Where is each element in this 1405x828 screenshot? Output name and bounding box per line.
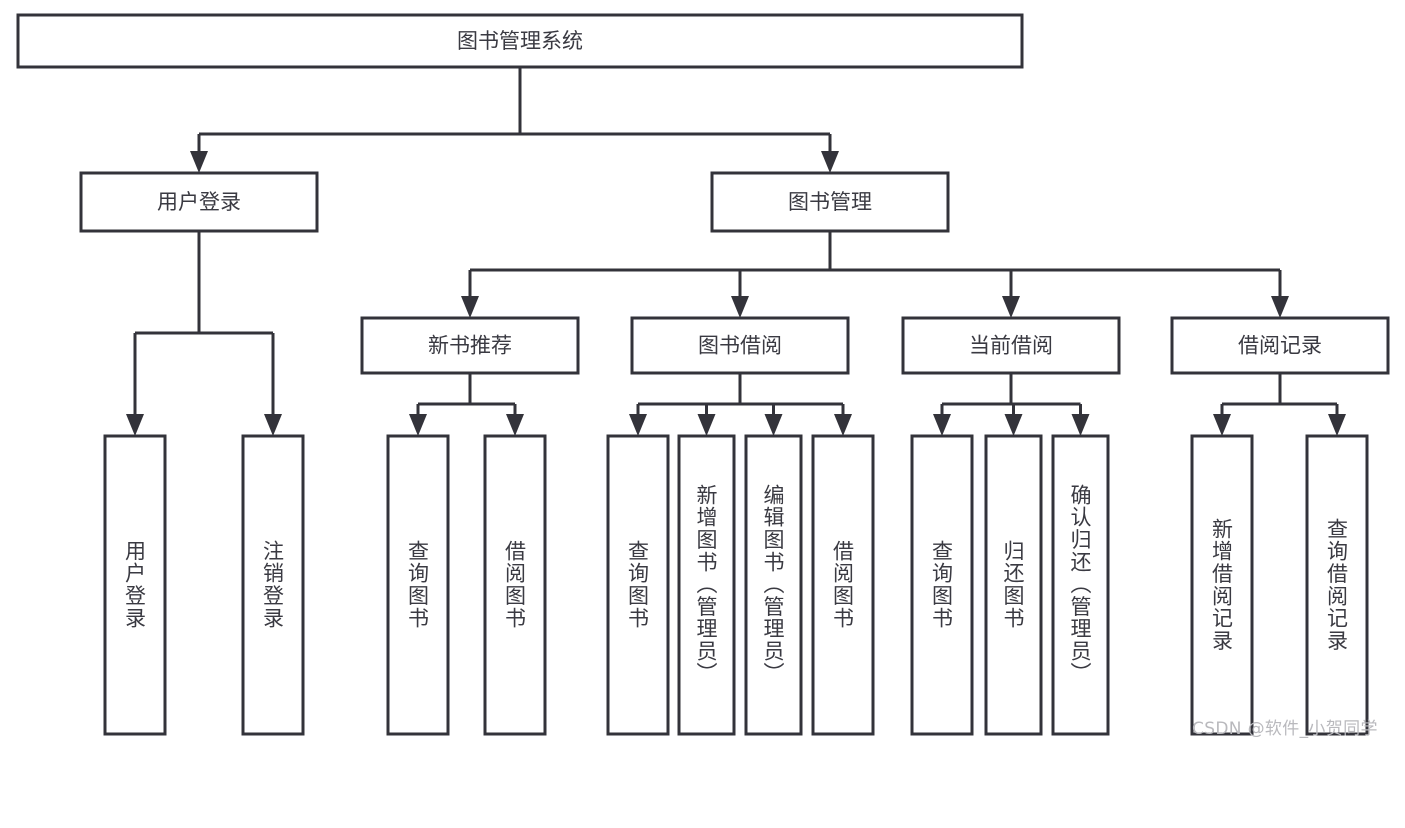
node-leaf-confirm-return-admin <box>1051 434 1110 736</box>
connector-lines-group <box>126 67 1346 436</box>
node-leaf-borrow-book-rec <box>483 434 547 736</box>
node-leaf-query-book-borrow <box>606 434 670 736</box>
arrow-down-icon <box>461 296 479 318</box>
node-leaf-return-book <box>984 434 1043 736</box>
arrow-down-icon <box>697 414 716 436</box>
node-book-borrow-label: 图书借阅 <box>698 334 782 358</box>
node-new-book-recommend-label: 新书推荐 <box>428 334 512 358</box>
arrow-down-icon <box>264 414 282 436</box>
node-leaf-query-book-rec <box>386 434 450 736</box>
arrow-down-icon <box>764 414 783 436</box>
arrow-down-icon <box>629 414 647 436</box>
arrow-down-icon <box>409 414 427 436</box>
csdn-watermark: CSDN @软件_小贺同学 <box>1192 719 1378 739</box>
node-borrow-record <box>1170 316 1390 375</box>
node-root <box>16 13 1024 69</box>
node-user-login-label: 用户登录 <box>157 190 241 214</box>
arrow-down-icon <box>1071 414 1090 436</box>
arrow-down-icon <box>933 414 951 436</box>
node-leaf-user-login <box>103 434 167 736</box>
arrow-down-icon <box>126 414 144 436</box>
arrow-down-icon <box>1271 296 1289 318</box>
node-leaf-query-book-current <box>910 434 974 736</box>
node-borrow-record-label: 借阅记录 <box>1238 334 1322 358</box>
node-leaf-user-logout <box>241 434 305 736</box>
node-leaf-add-borrow-record <box>1190 434 1254 736</box>
arrow-down-icon <box>190 151 208 173</box>
arrow-down-icon <box>1213 414 1231 436</box>
node-leaf-add-book-admin <box>677 434 736 736</box>
arrow-down-icon <box>1002 296 1020 318</box>
node-book-manage-label: 图书管理 <box>788 190 872 214</box>
arrow-down-icon <box>506 414 524 436</box>
arrow-down-icon <box>1004 414 1023 436</box>
node-leaf-query-borrow-record <box>1305 434 1369 736</box>
node-new-book-recommend <box>360 316 580 375</box>
node-current-borrow-label: 当前借阅 <box>969 334 1053 358</box>
node-current-borrow <box>901 316 1121 375</box>
arrow-down-icon <box>834 414 852 436</box>
node-leaf-borrow-book-borrow <box>811 434 875 736</box>
arrow-down-icon <box>821 151 839 173</box>
node-boxes-group <box>16 13 1390 736</box>
node-book-manage <box>710 171 950 233</box>
functional-structure-diagram: 图书管理系统用户登录图书管理新书推荐图书借阅当前借阅借阅记录 用户登录注销登录查… <box>16 13 1390 739</box>
arrow-down-icon <box>731 296 749 318</box>
node-user-login <box>79 171 319 233</box>
node-book-borrow <box>630 316 850 375</box>
node-leaf-edit-book-admin <box>744 434 803 736</box>
node-root-label: 图书管理系统 <box>457 29 583 53</box>
arrow-down-icon <box>1328 414 1346 436</box>
